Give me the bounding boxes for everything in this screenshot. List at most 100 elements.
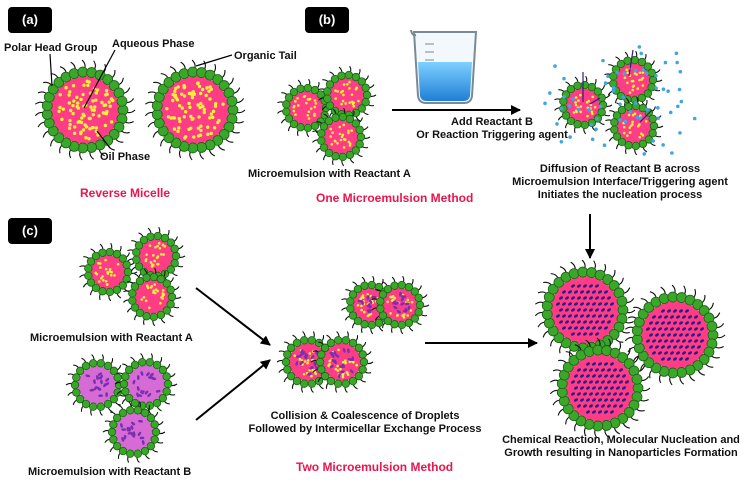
reactant-b-dot <box>543 101 547 106</box>
label-oil-phase: Oil Phase <box>100 151 151 163</box>
reactant-b-dot <box>670 151 674 155</box>
reactant-b-dot <box>576 107 581 112</box>
reactant-b-dot <box>641 68 646 72</box>
reactant-b-dot <box>559 106 564 111</box>
reactant-b-dot <box>692 116 697 121</box>
panel-label-b: (b) <box>305 7 349 33</box>
reactant-b-dot <box>668 110 673 115</box>
pointer-organic-tail <box>195 54 233 67</box>
reactant-b-dot <box>568 135 572 139</box>
reactant-b-dot <box>663 60 668 65</box>
micelles-layer <box>34 45 726 463</box>
label-microemulsion-a-b: Microemulsion with Reactant A <box>248 168 411 180</box>
reactant-b-dot <box>622 71 627 76</box>
label-reverse-micelle: Reverse Micelle <box>80 186 171 200</box>
chem-line1: Chemical Reaction, Molecular Nucleation … <box>502 434 740 446</box>
reactant-b-dot <box>567 104 572 108</box>
reactant-b-dot <box>571 97 575 102</box>
droplet-icon <box>114 353 178 415</box>
reactant-b-dot <box>601 58 605 63</box>
reactant-b-dot <box>606 74 610 79</box>
reactant-b-dot <box>623 119 628 124</box>
reactant-b-dot <box>656 106 660 110</box>
reactant-b-dot <box>633 68 638 73</box>
reactant-b-dot <box>553 64 557 68</box>
reactant-b-dot <box>618 118 622 122</box>
reverse-micelle-icon <box>144 59 246 161</box>
reactant-b-dot <box>654 86 658 90</box>
reactant-b-dot <box>615 70 619 75</box>
reactant-b-dot <box>602 143 607 148</box>
reactant-b-dot <box>611 89 616 93</box>
reactant-b-dot <box>677 87 682 92</box>
reactant-b-dot <box>562 76 566 81</box>
reactant-b-dot <box>548 91 552 95</box>
pointer-polar-head <box>49 53 53 87</box>
droplet-icon <box>605 96 664 156</box>
reactant-b-dot <box>555 122 559 126</box>
droplet-icon <box>604 50 663 110</box>
droplet-icon <box>312 107 371 167</box>
droplet-icon <box>123 267 182 327</box>
reactant-b-dot <box>679 99 684 104</box>
label-collision: Collision & Coalescence of Droplets Foll… <box>245 410 485 436</box>
reactant-b-dot <box>562 94 566 99</box>
label-chemical-reaction: Chemical Reaction, Molecular Nucleation … <box>488 434 754 460</box>
reactant-b-dot <box>675 60 679 65</box>
reactant-b-dot <box>678 69 683 74</box>
chem-line2: Growth resulting in Nanoparticles Format… <box>504 447 738 459</box>
reactant-b-dot <box>590 137 595 142</box>
label-two-microemulsion-method: Two Microemulsion Method <box>296 460 454 474</box>
arrow-b-to-coalescence <box>195 359 271 421</box>
reactant-b-dot <box>612 86 616 90</box>
diffusion-line3: Initiates the nucleation process <box>537 189 703 201</box>
collision-line1: Collision & Coalescence of Droplets <box>270 410 460 422</box>
label-one-microemulsion-method: One Microemulsion Method <box>316 191 474 205</box>
droplet-icon <box>310 331 374 393</box>
reactant-b-dot <box>644 71 649 76</box>
reactant-b-dot <box>595 117 599 121</box>
reactant-b-dot <box>654 73 658 78</box>
nanoparticle-icon <box>549 337 651 439</box>
nanoparticle-icon <box>624 284 726 386</box>
droplet-icon <box>127 226 186 286</box>
reactant-b-dot <box>633 101 638 105</box>
panel-label-c: (c) <box>8 218 52 244</box>
beaker-icon <box>410 29 478 104</box>
reactant-b-dot <box>587 108 591 112</box>
reactant-b-dot <box>666 89 670 94</box>
reactant-b-dot <box>645 107 649 112</box>
droplet-icon <box>102 401 166 463</box>
reactant-b-dot <box>642 152 647 156</box>
reverse-micelle-icon <box>34 59 136 161</box>
reactant-b-dot <box>674 51 679 56</box>
reactant-b-dot <box>639 51 644 56</box>
droplet-icon <box>371 275 430 335</box>
reactant-b-dot <box>637 45 642 49</box>
label-diffusion: Diffusion of Reactant B across Microemul… <box>500 163 740 202</box>
label-microemulsion-b-c: Microemulsion with Reactant B <box>28 466 192 478</box>
label-microemulsion-a-c: Microemulsion with Reactant A <box>30 332 193 344</box>
reactant-b-dot <box>635 115 640 120</box>
reactant-b-dot <box>661 87 666 91</box>
label-organic-tail: Organic Tail <box>234 50 297 62</box>
droplet-icon <box>79 242 138 302</box>
label-add-reactant: Add Reactant B Or Reaction Triggering ag… <box>392 116 592 142</box>
reactant-b-dot <box>559 139 564 144</box>
label-polar-head: Polar Head Group <box>4 42 98 54</box>
diffusion-line1: Diffusion of Reactant B across <box>539 163 701 175</box>
arrow-a-to-coalescence <box>195 287 271 346</box>
pointer-aqueous <box>83 49 116 109</box>
reactant-b-dot <box>651 139 655 143</box>
droplet-icon <box>65 354 129 416</box>
reactant-b-dot <box>675 104 680 109</box>
reactant-b-dot <box>621 95 626 99</box>
reactant-b-dot <box>594 127 598 132</box>
reactant-b-dot <box>656 116 660 121</box>
pointer-oil-phase <box>96 130 111 149</box>
reactant-b-dot <box>678 131 682 135</box>
reactant-b-dot <box>628 110 633 114</box>
add-reactant-line2: Or Reaction Triggering agent <box>416 129 568 141</box>
reactant-b-dot <box>618 102 622 107</box>
